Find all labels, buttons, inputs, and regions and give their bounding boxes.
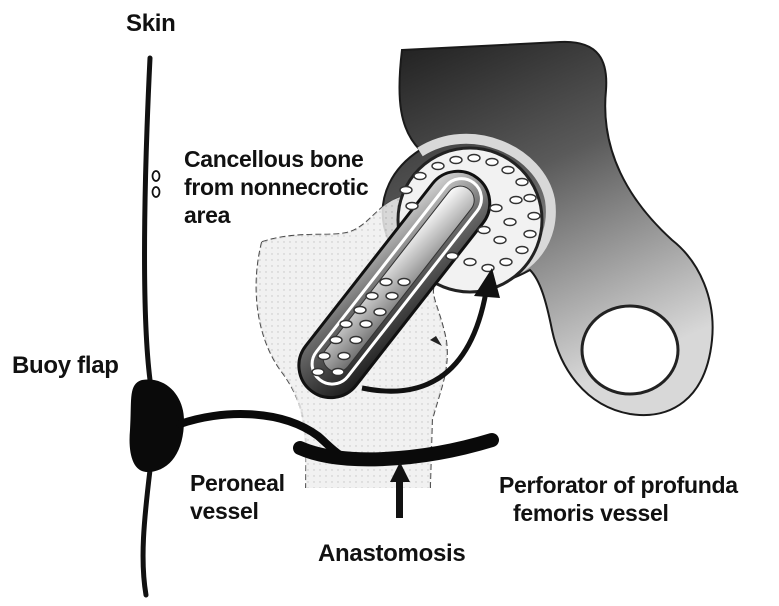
- skin-line: [143, 58, 150, 595]
- cancellous-label-line2: from nonnecrotic: [184, 174, 368, 201]
- anastomosis-label: Anastomosis: [318, 540, 465, 568]
- skin-bone-ovals: [153, 171, 160, 197]
- skin-label: Skin: [126, 10, 175, 38]
- peroneal-label-line2: vessel: [190, 498, 259, 525]
- buoy-flap: [130, 380, 184, 473]
- anastomosis-arrow-shaft: [396, 478, 403, 518]
- obturator-foramen: [582, 306, 678, 394]
- buoy-flap-label: Buoy flap: [12, 352, 119, 380]
- cancellous-label-line1: Cancellous bone: [184, 146, 364, 173]
- perforator-label-line1: Perforator of profunda: [499, 472, 738, 499]
- cancellous-label-line3: area: [184, 202, 230, 229]
- perforator-label-line2: femoris vessel: [513, 500, 669, 527]
- peroneal-label-line1: Peroneal: [190, 470, 285, 497]
